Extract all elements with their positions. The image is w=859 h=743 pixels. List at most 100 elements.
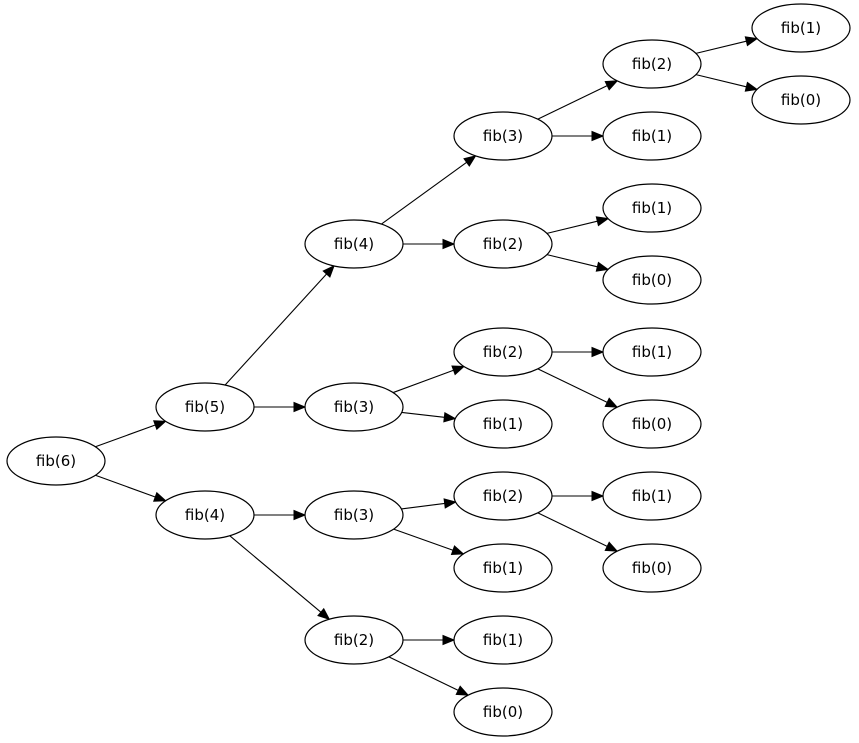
edge-line [95,424,156,448]
node-ellipse [304,382,404,432]
edge-n3c-to-n2d [392,365,466,394]
edge-n3c-to-n1h [401,411,457,423]
node-label: fib(1) [781,19,821,37]
node-ellipse [453,615,553,665]
edge-line [537,512,608,547]
node-label: fib(2) [483,343,523,361]
arrowhead [450,545,465,555]
node-label: fib(5) [185,398,225,416]
node-n3a: fib(3) [453,111,553,161]
edge-n2a-to-n1a [695,36,759,54]
node-n0i: fib(0) [602,543,702,593]
node-n0f: fib(0) [602,399,702,449]
node-label: fib(0) [632,271,672,289]
node-ellipse [453,219,553,269]
node-ellipse [304,219,404,269]
node-ellipse [155,382,255,432]
node-label: fib(2) [483,235,523,253]
node-label: fib(0) [781,91,821,109]
arrowhead [591,346,605,358]
node-ellipse [453,399,553,449]
node-ellipse [304,490,404,540]
node-ellipse [751,3,851,53]
arrowhead [442,634,456,646]
arrowhead [451,365,466,376]
edge-n2c-to-n0d [546,254,610,272]
arrowhead [153,491,167,502]
node-label: fib(2) [483,487,523,505]
arrowhead [442,238,456,250]
node-n1j: fib(1) [453,543,553,593]
node-label: fib(1) [483,559,523,577]
node-n4a: fib(4) [304,219,404,269]
edge-n6-to-n5 [95,420,167,448]
edge-n6-to-n4b [95,474,167,502]
node-label: fib(1) [632,127,672,145]
arrowhead [443,412,457,423]
edge-line [381,161,467,225]
node-n6: fib(6) [6,436,106,486]
edge-line [392,369,454,394]
edge-n3a-to-n2a [537,80,619,120]
arrowhead [322,264,335,278]
edge-line [695,74,747,88]
arrowhead [591,130,605,142]
node-ellipse [304,615,404,665]
edge-line [229,535,322,613]
edge-n2e-to-n1i [552,490,605,502]
arrowhead [153,420,167,431]
edge-n2f-to-n1k [403,634,456,646]
node-label: fib(6) [36,452,76,470]
edge-n4b-to-n3d [254,509,307,521]
edge-n4b-to-n2f [229,535,331,621]
node-n1h: fib(1) [453,399,553,449]
arrowhead [604,397,619,408]
edges-layer [95,36,759,696]
node-ellipse [453,327,553,377]
arrowhead [744,36,759,47]
arrowhead [293,401,307,413]
node-n1d: fib(1) [602,183,702,233]
edge-n2d-to-n0f [537,368,619,408]
node-n3d: fib(3) [304,490,404,540]
node-label: fib(0) [632,415,672,433]
edge-n2a-to-n0a [695,74,759,92]
node-n1i: fib(1) [602,471,702,521]
node-ellipse [602,399,702,449]
edge-line [695,40,747,54]
node-ellipse [602,327,702,377]
node-ellipse [602,111,702,161]
node-label: fib(4) [185,506,225,524]
node-n0a: fib(0) [751,75,851,125]
node-n1k: fib(1) [453,615,553,665]
edge-line [537,85,608,120]
node-label: fib(2) [632,55,672,73]
arrowhead [455,685,470,696]
arrowhead [443,498,457,509]
edge-n4a-to-n3a [381,155,477,225]
nodes-layer: fib(6) fib(5) fib(4) fib(4) fib(3) fib(3) fib(… [6,3,851,737]
node-label: fib(1) [632,343,672,361]
edge-n3d-to-n2e [401,498,457,510]
node-ellipse [602,543,702,593]
arrowhead [317,607,331,621]
node-label: fib(1) [483,415,523,433]
node-n2d: fib(2) [453,327,553,377]
node-n0d: fib(0) [602,255,702,305]
node-ellipse [602,39,702,89]
edge-line [537,368,608,403]
node-n2f: fib(2) [304,615,404,665]
edge-n5-to-n4a [224,264,335,386]
node-label: fib(1) [632,487,672,505]
edge-n3a-to-n1b [552,130,605,142]
node-ellipse [751,75,851,125]
edge-line [546,220,598,234]
node-ellipse [453,543,553,593]
node-ellipse [155,490,255,540]
edge-n4a-to-n2c [403,238,456,250]
node-ellipse [453,471,553,521]
edge-n2c-to-n1d [546,216,610,234]
node-n2e: fib(2) [453,471,553,521]
arrowhead [744,81,759,92]
node-n2a: fib(2) [602,39,702,89]
